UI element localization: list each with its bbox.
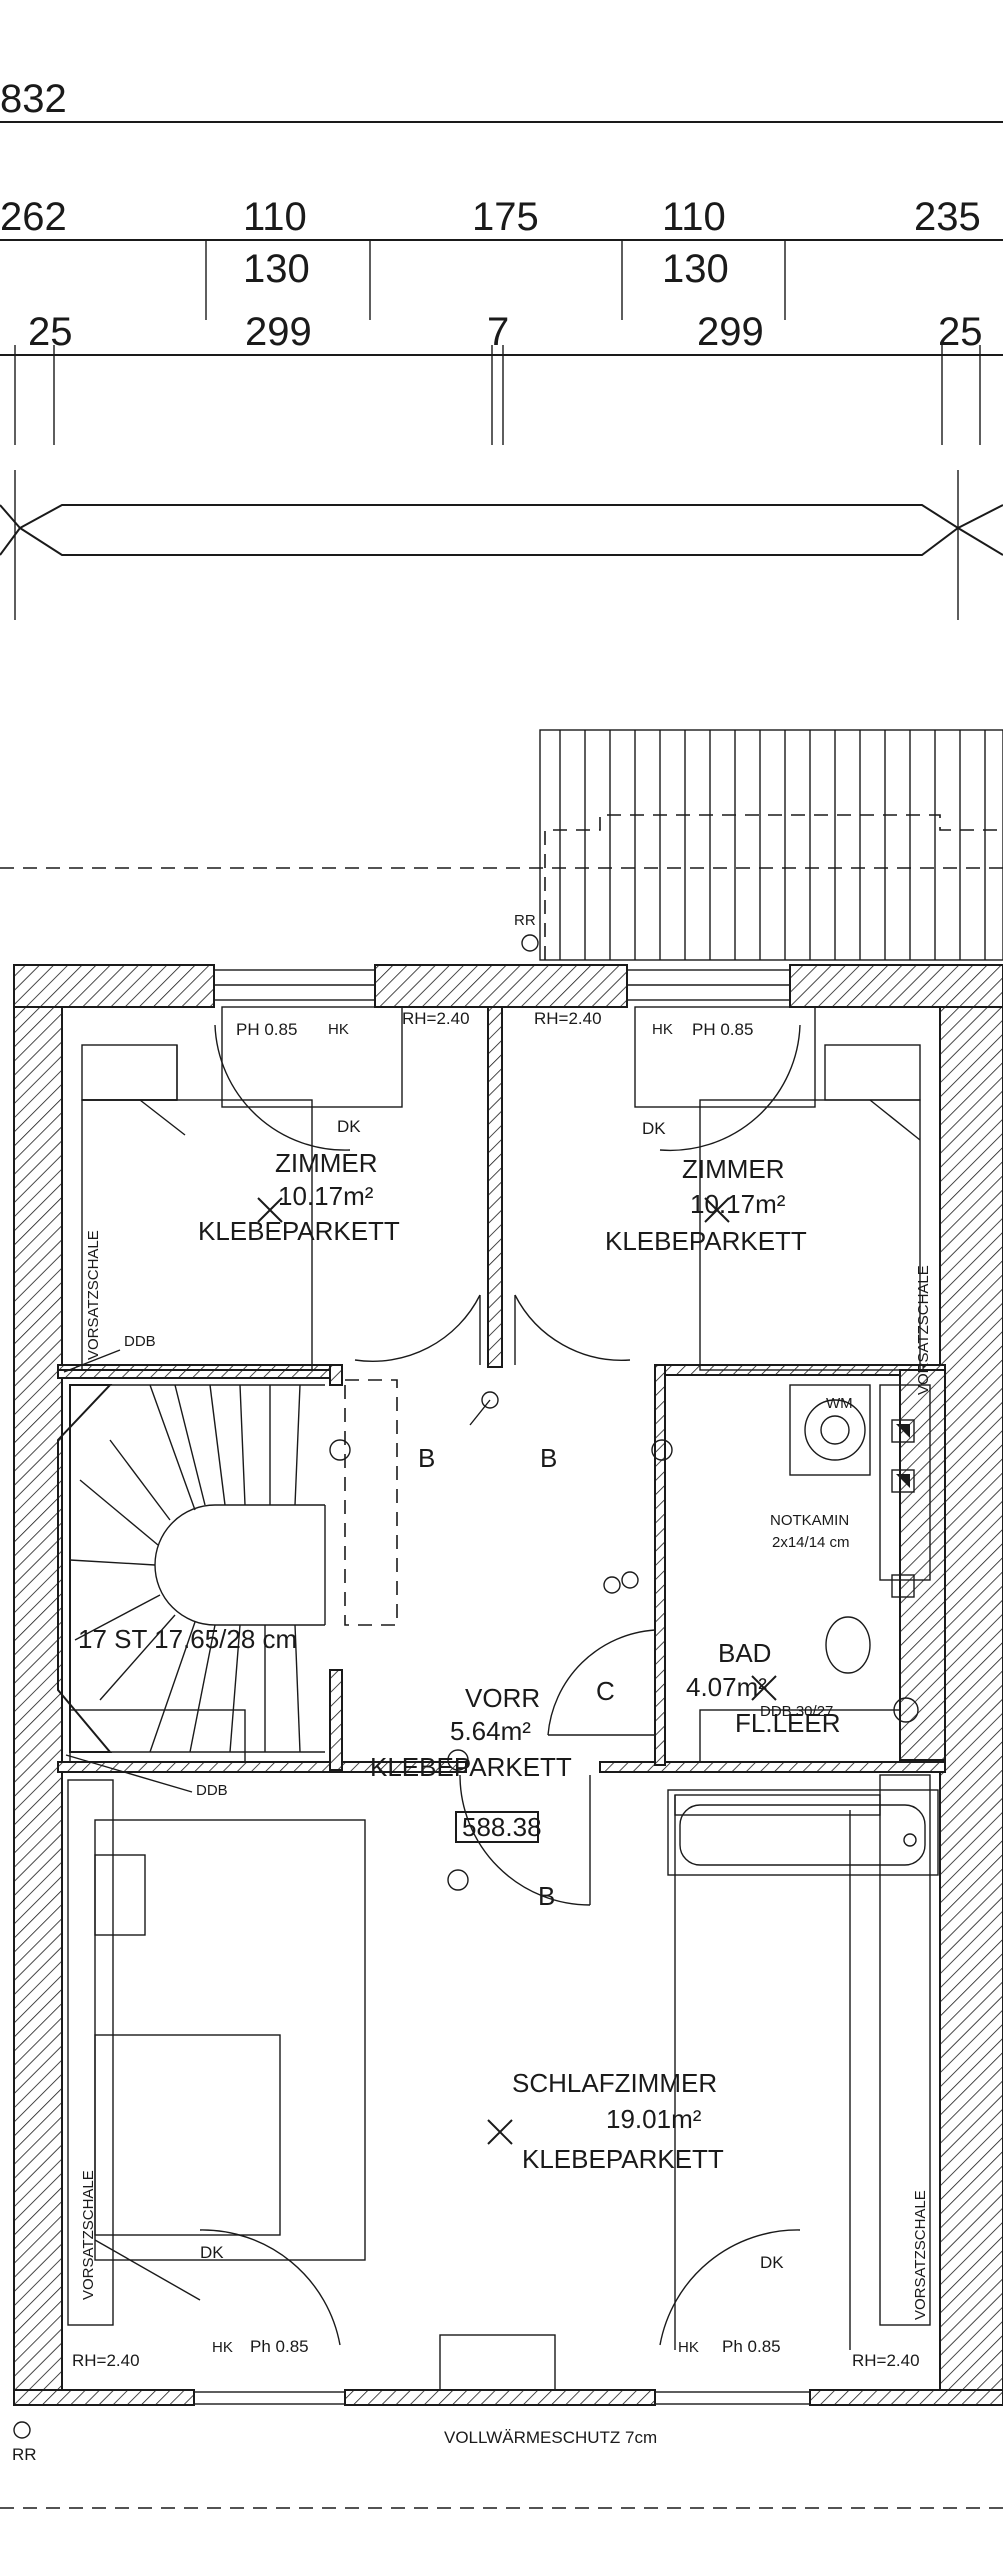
dk-label-2: DK [642, 1119, 666, 1138]
bad-name: BAD [718, 1638, 771, 1668]
downpipe-icon-bottom [13, 2421, 31, 2439]
downpipe-icon [521, 934, 539, 952]
schlafzimmer-area: 19.01m² [606, 2104, 702, 2134]
dk-label-4: DK [760, 2253, 784, 2272]
rh-label-3: RH=2.40 [72, 2351, 140, 2370]
room-labels: ZIMMER 10.17m² KLEBEPARKETT ZIMMER 10.17… [198, 1148, 841, 2174]
dk-label-3: DK [200, 2243, 224, 2262]
dim-row1-sub-1: 130 [243, 247, 310, 291]
annotations: PH 0.85 HK RH=2.40 RH=2.40 HK PH 0.85 DK… [12, 1009, 932, 2464]
door-label-b-1: B [418, 1443, 435, 1473]
rh-label-2: RH=2.40 [534, 1009, 602, 1028]
ddb-label-2: DDB [196, 1782, 228, 1799]
ddb-label-1: DDB [124, 1333, 156, 1350]
level-box [455, 1811, 539, 1843]
bathroom-fixtures: WM NOTKAMIN 2x14/14 cm DDB 30/27 [667, 1384, 939, 1876]
hk-label-left: HK [328, 1021, 349, 1038]
rh-label-1: RH=2.40 [402, 1009, 470, 1028]
schlafzimmer-name: SCHLAFZIMMER [512, 2068, 717, 2098]
rr-label-top: RR [514, 912, 536, 929]
vorsatzschale-label-2: VORSATZSCHALE [915, 1265, 932, 1395]
dim-row1-4: 110 [662, 195, 726, 239]
notkamin-label: NOTKAMIN [770, 1512, 849, 1529]
rr-label-bottom: RR [12, 2445, 37, 2464]
balcony [539, 729, 1003, 961]
hk-label-right: HK [652, 1021, 673, 1038]
ph-label-3: Ph 0.85 [250, 2337, 309, 2356]
dim-row2-4: 299 [697, 310, 764, 354]
vorsatzschale-label-4: VORSATZSCHALE [912, 2190, 929, 2320]
dim-row2-3: 7 [487, 310, 509, 354]
walls [13, 964, 1003, 2406]
dim-row2-1: 25 [28, 310, 73, 354]
dim-row1-2: 110 [243, 195, 307, 239]
ph-label-left: PH 0.85 [236, 1020, 297, 1039]
dimension-chains: 832 262 110 175 110 235 130 130 25 299 7… [0, 77, 1003, 445]
doors: B B C B [199, 1024, 801, 2346]
dim-total: 832 [0, 77, 67, 121]
zimmer-right-floor: KLEBEPARKETT [605, 1226, 807, 1256]
hk-label-3: HK [212, 2339, 233, 2356]
dim-row1-sub-2: 130 [662, 247, 729, 291]
zimmer-right-name: ZIMMER [682, 1154, 785, 1184]
schlafzimmer-floor: KLEBEPARKETT [522, 2144, 724, 2174]
vorsatzschale-label-1: VORSATZSCHALE [85, 1230, 102, 1360]
ph-label-right: PH 0.85 [692, 1020, 753, 1039]
zimmer-left-name: ZIMMER [275, 1148, 378, 1178]
dim-row1-1: 262 [0, 195, 67, 239]
light-fixture-icons [257, 1197, 777, 2145]
hk-label-4: HK [678, 2339, 699, 2356]
vorr-name: VORR [465, 1683, 540, 1713]
zimmer-right-area: 10.17m² [690, 1189, 786, 1219]
facade-label: VOLLWÄRMESCHUTZ 7cm [444, 2428, 657, 2447]
ddb-30-label: DDB 30/27 [760, 1703, 833, 1720]
ph-label-4: Ph 0.85 [722, 2337, 781, 2356]
stairs-label: 17 ST 17.65/28 cm [78, 1624, 297, 1654]
dim-row2-2: 299 [245, 310, 312, 354]
furniture [67, 1044, 931, 2350]
dk-label-1: DK [337, 1117, 361, 1136]
switch-icons [329, 1391, 673, 1891]
bad-floor: FL.LEER [735, 1708, 841, 1738]
door-label-c: C [596, 1676, 615, 1706]
door-label-b-2: B [540, 1443, 557, 1473]
door-label-b-3: B [538, 1881, 555, 1911]
level-label: 588.38 [462, 1812, 542, 1842]
dim-row2-5: 25 [938, 310, 983, 354]
wm-label: WM [826, 1395, 853, 1412]
dim-row1-3: 175 [472, 195, 539, 239]
vorr-area: 5.64m² [450, 1716, 531, 1746]
rh-label-4: RH=2.40 [852, 2351, 920, 2370]
roof-outline [0, 470, 1003, 620]
windows-top [193, 969, 811, 2405]
dim-row1-5: 235 [914, 195, 981, 239]
bad-area: 4.07m² [686, 1672, 767, 1702]
zimmer-left-area: 10.17m² [278, 1181, 374, 1211]
vorsatzschale-label-3: VORSATZSCHALE [80, 2170, 97, 2300]
staircase: 17 ST 17.65/28 cm [57, 1379, 398, 1753]
zimmer-left-floor: KLEBEPARKETT [198, 1216, 400, 1246]
vorr-floor: KLEBEPARKETT [370, 1752, 572, 1782]
notkamin-size-label: 2x14/14 cm [772, 1534, 850, 1551]
